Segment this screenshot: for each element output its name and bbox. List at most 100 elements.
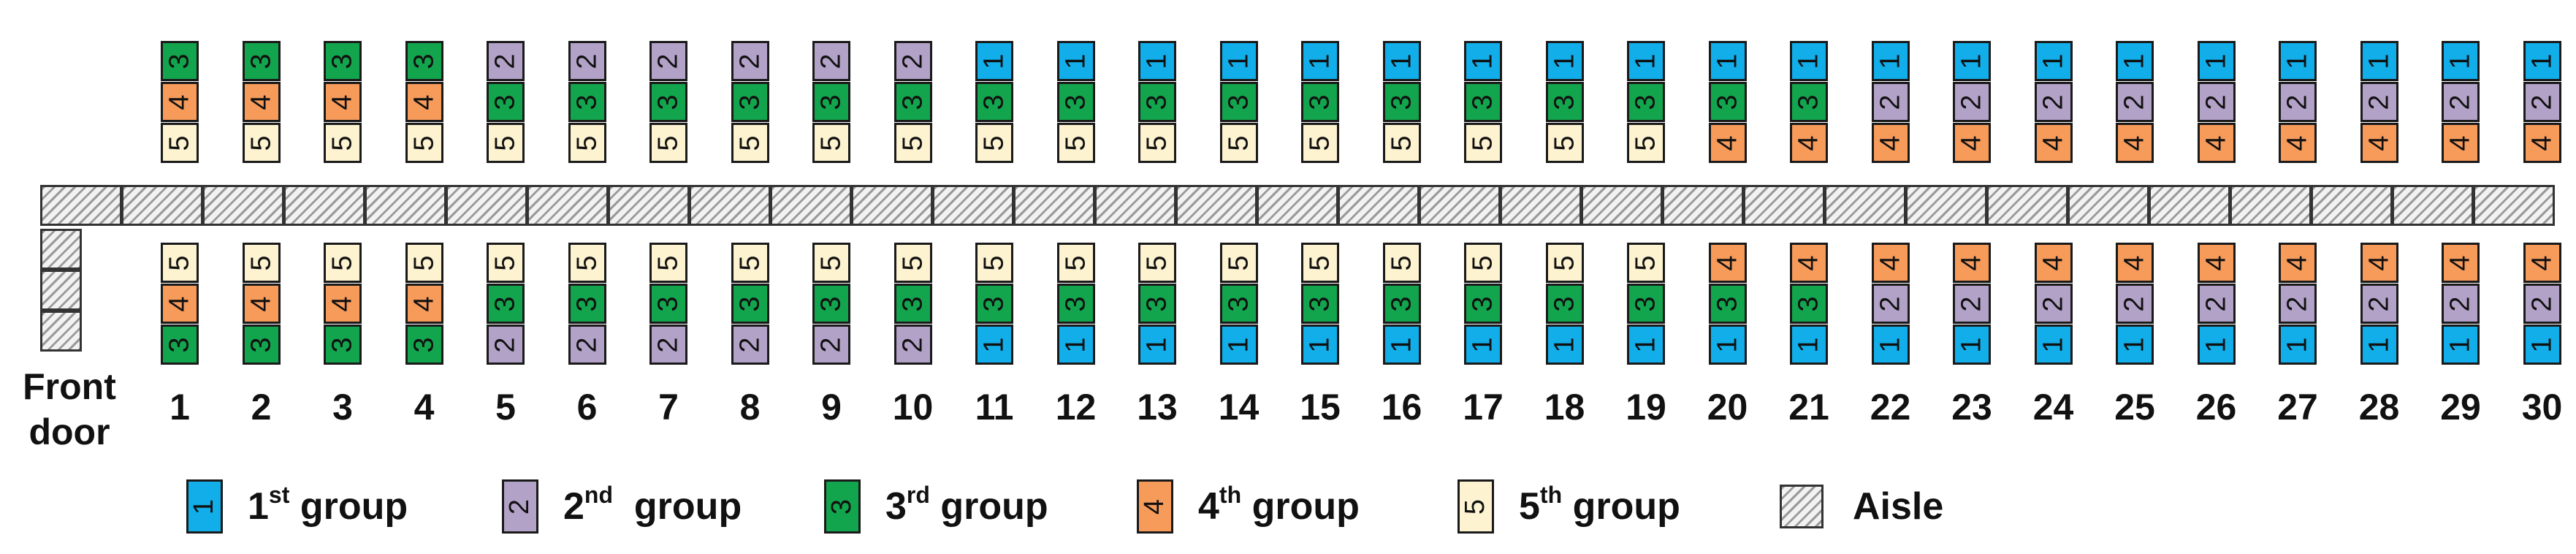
seat-group-number: 1 [978, 53, 1010, 69]
seat-group-number: 5 [1223, 254, 1254, 271]
seat-group-number: 2 [1956, 94, 1987, 110]
row-number: 27 [2277, 387, 2318, 428]
seat-lower: 5 [812, 243, 850, 283]
seat-group-number: 4 [1712, 254, 1743, 271]
seat-group-number: 3 [1304, 295, 1335, 312]
seat-group-number: 1 [1386, 53, 1417, 69]
seat-group-number: 1 [1793, 336, 1824, 353]
seat-lower: 2 [2034, 284, 2073, 324]
seat-upper: 1 [1953, 41, 1991, 81]
seat-group-number: 2 [652, 53, 684, 69]
seat-upper: 3 [1219, 82, 1258, 122]
seat-group-number: 3 [1793, 295, 1824, 312]
seat-lower: 4 [1953, 243, 1991, 283]
row-number: 1 [169, 387, 190, 428]
seat-lower: 5 [161, 243, 199, 283]
seat-upper: 4 [2360, 123, 2398, 163]
seat-group-number: 5 [571, 254, 603, 271]
seat-group-number: 1 [1712, 53, 1743, 69]
seat-group-number: 1 [1875, 336, 1906, 353]
seat-lower: 5 [1138, 243, 1176, 283]
row-number: 7 [658, 387, 679, 428]
seat-group-number: 5 [734, 254, 766, 271]
seat-group-number: 2 [2526, 94, 2558, 110]
seat-group-number: 2 [1956, 295, 1987, 312]
seat-upper: 5 [1382, 123, 1421, 163]
seat-upper: 2 [2442, 82, 2480, 122]
seat-group-number: 1 [2444, 336, 2476, 353]
seat-group-number: 3 [245, 53, 277, 69]
seat-group-number: 4 [2526, 254, 2558, 271]
seat-group-number: 1 [1060, 53, 1091, 69]
seat-group-number: 1 [2038, 53, 2069, 69]
legend-aisle-swatch [1780, 485, 1824, 528]
row-number: 8 [739, 387, 761, 428]
row-number: 19 [1626, 387, 1666, 428]
row-number: 9 [821, 387, 842, 428]
seat-group-number: 3 [489, 295, 521, 312]
seat-upper: 1 [2116, 41, 2154, 81]
aisle-cell [1257, 185, 1338, 226]
seat-upper: 2 [487, 41, 525, 81]
legend-aisle-label: Aisle [1853, 485, 1944, 528]
seat-group-number: 4 [245, 94, 277, 110]
seat-group-number: 5 [408, 254, 440, 271]
seat-lower: 3 [161, 325, 199, 365]
seat-upper: 5 [1056, 123, 1095, 163]
seat-lower: 2 [487, 325, 525, 365]
legend-label: 4th group [1198, 483, 1360, 528]
seat-lower: 1 [1790, 325, 1828, 365]
seat-lower: 5 [405, 243, 443, 283]
seat-group-number: 2 [2444, 94, 2476, 110]
seat-group-number: 5 [164, 254, 195, 271]
aisle-cell [283, 185, 365, 226]
seat-lower: 1 [1382, 325, 1421, 365]
seat-lower: 4 [161, 284, 199, 324]
seat-group-number: 3 [571, 94, 603, 110]
row-number: 26 [2195, 387, 2237, 428]
seat-group-number: 5 [408, 134, 440, 151]
seat-upper: 3 [1627, 82, 1665, 122]
seat-lower: 4 [2116, 243, 2154, 283]
seat-group-number: 5 [1467, 254, 1498, 271]
seat-upper: 1 [1464, 41, 1502, 81]
aisle-cell [1419, 185, 1501, 226]
seat-upper: 4 [1708, 123, 1747, 163]
seat-group-number: 4 [1875, 254, 1906, 271]
row-number: 30 [2521, 387, 2563, 428]
seat-group-number: 3 [1386, 295, 1417, 312]
seat-upper: 2 [2034, 82, 2073, 122]
seat-group-number: 5 [1549, 254, 1580, 271]
seat-lower: 5 [649, 243, 687, 283]
legend-ordinal-suffix: rd [906, 482, 930, 508]
seat-upper: 5 [242, 123, 281, 163]
seat-upper: 2 [893, 41, 932, 81]
seat-group-number: 3 [327, 336, 358, 353]
aisle-cell [1581, 185, 1663, 226]
seat-upper: 4 [2279, 123, 2317, 163]
row-number: 3 [332, 387, 353, 428]
seat-upper: 2 [649, 41, 687, 81]
seat-group-number: 5 [1549, 134, 1580, 151]
aisle-cell [932, 185, 1014, 226]
seat-lower: 2 [731, 325, 769, 365]
row-number: 16 [1381, 387, 1422, 428]
seat-group-number: 4 [1712, 134, 1743, 151]
seat-group-number: 4 [1956, 134, 1987, 151]
seat-upper: 4 [1953, 123, 1991, 163]
seat-upper: 3 [324, 41, 362, 81]
seat-lower: 3 [1464, 284, 1502, 324]
seat-group-number: 5 [1304, 134, 1335, 151]
seat-lower: 2 [568, 325, 606, 365]
row-number: 5 [495, 387, 516, 428]
seat-group-number: 4 [408, 295, 440, 312]
seat-group-number: 5 [164, 134, 195, 151]
seat-group-number: 5 [245, 254, 277, 271]
seat-group-number: 5 [815, 134, 847, 151]
seat-group-number: 4 [2444, 134, 2476, 151]
seat-group-number: 5 [734, 134, 766, 151]
aisle-cell [1986, 185, 2068, 226]
seat-group-number: 5 [897, 134, 929, 151]
seat-group-number: 4 [2200, 254, 2232, 271]
